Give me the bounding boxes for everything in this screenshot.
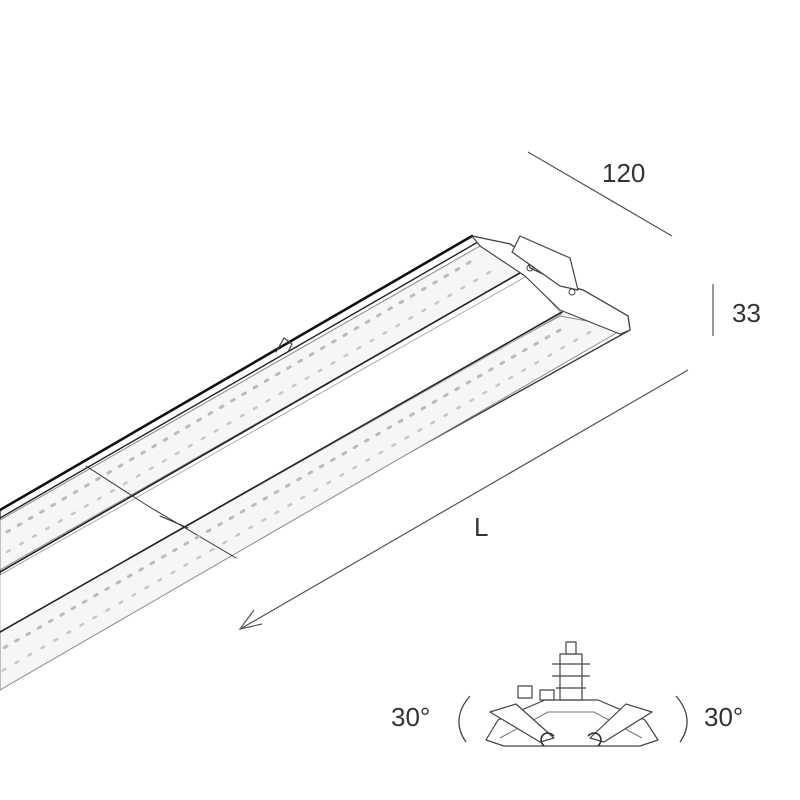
mounting-bracket <box>511 235 579 291</box>
pivot-hook-right <box>587 732 602 747</box>
module-joint-lower <box>159 515 189 529</box>
bracket-screw <box>526 264 534 272</box>
terminal-block <box>559 653 583 701</box>
suspension-clip <box>275 337 293 353</box>
terminal-cap <box>565 641 577 655</box>
width-dimension-line <box>527 151 673 237</box>
angle-arc-right <box>675 695 688 743</box>
led-row-lower-a <box>0 328 562 652</box>
lower-panel-edge <box>0 311 563 633</box>
upper-panel-edge <box>0 269 526 573</box>
dimension-lines <box>238 151 714 630</box>
luminaire-body <box>0 234 631 691</box>
length-arrowhead <box>238 609 263 630</box>
pivot-hook-left <box>540 732 555 747</box>
connector-block <box>539 689 555 701</box>
module-joint <box>85 465 237 559</box>
led-row-upper-a <box>0 260 472 538</box>
section-lens-right <box>589 703 653 743</box>
angle-arc-left <box>458 695 471 743</box>
tilt-angle-right-label: 30° <box>704 702 744 732</box>
length-dimension-label: L <box>474 512 489 542</box>
section-lens-left <box>489 703 555 743</box>
tilt-angle-left-label: 30° <box>391 702 431 732</box>
reflector-strip <box>0 275 563 633</box>
top-edge-rail-inner <box>0 241 479 519</box>
section-view <box>458 641 688 747</box>
height-dimension-label: 33 <box>732 298 761 328</box>
width-dimension-label: 120 <box>602 158 646 188</box>
driver-block <box>517 685 533 699</box>
length-dimension-line <box>241 369 689 629</box>
top-edge-rail <box>0 234 474 512</box>
bracket-screw <box>568 288 576 296</box>
